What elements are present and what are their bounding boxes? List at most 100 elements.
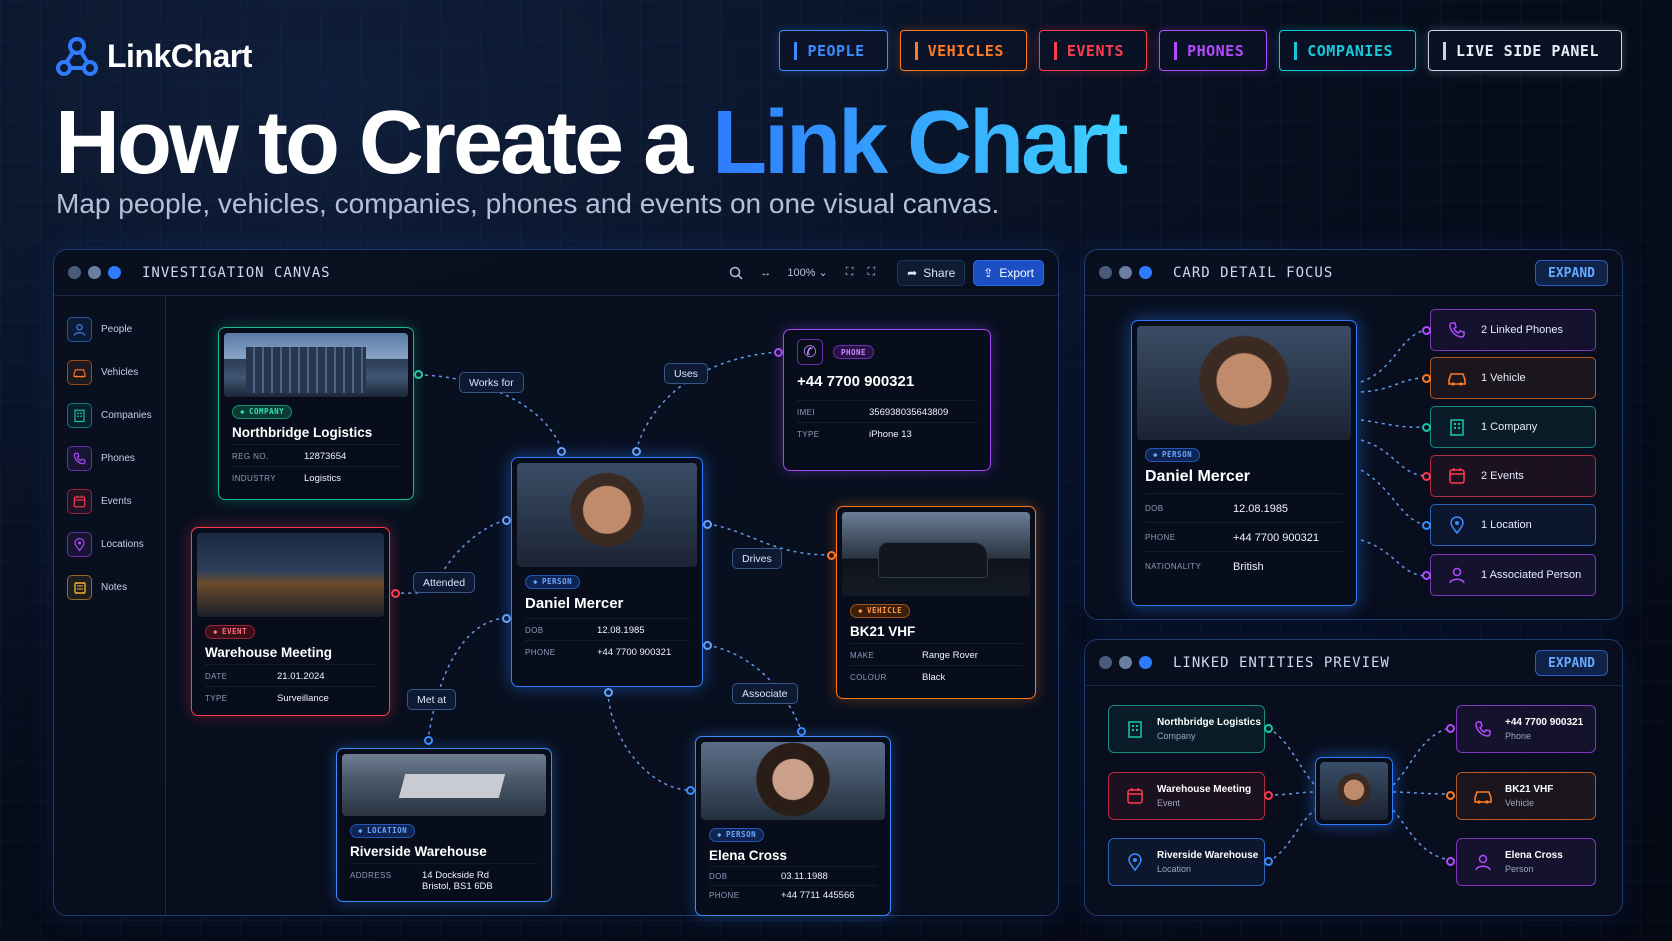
detail-link-item[interactable]: 1 Location (1430, 504, 1596, 546)
preview-header: LINKED ENTITIES PREVIEW (1085, 640, 1622, 686)
link-label-associate[interactable]: Associate (732, 683, 798, 704)
sidebar-item-people[interactable]: People (54, 308, 165, 351)
field-key: COLOUR (850, 673, 887, 682)
link-node[interactable] (703, 520, 712, 529)
company-photo (224, 333, 408, 397)
link-node[interactable] (1264, 857, 1273, 866)
fullscreen-icon[interactable]: ⛶ (867, 266, 876, 278)
link-node[interactable] (557, 447, 566, 456)
nav-vehicles-button[interactable]: VEHICLES (899, 30, 1027, 71)
link-label-drives[interactable]: Drives (732, 548, 782, 569)
sidebar-item-label: Events (101, 496, 132, 507)
company-card[interactable]: ◆ COMPANY Northbridge Logistics REG NO.1… (218, 327, 414, 500)
building-icon (67, 403, 92, 428)
nav-events-button[interactable]: EVENTS (1038, 30, 1148, 71)
search-icon[interactable] (728, 265, 744, 281)
fit-screen-icon[interactable]: ⛶ (845, 266, 854, 278)
link-node[interactable] (686, 786, 695, 795)
preview-center-person[interactable] (1315, 757, 1393, 825)
link-label-uses[interactable]: Uses (664, 363, 708, 384)
sidebar-item-vehicles[interactable]: Vehicles (54, 351, 165, 394)
link-node[interactable] (1446, 724, 1455, 733)
field-value: 356938035643809 (869, 407, 949, 418)
nav-people-button[interactable]: PEOPLE (779, 30, 888, 71)
nav-phones-button[interactable]: PHONES (1159, 30, 1268, 71)
share-button[interactable]: ➦Share (897, 259, 966, 286)
link-node[interactable] (604, 688, 613, 697)
link-node[interactable] (1446, 857, 1455, 866)
link-node[interactable] (797, 727, 806, 736)
detail-link-item[interactable]: 1 Vehicle (1430, 357, 1596, 399)
link-node[interactable] (502, 516, 511, 525)
zoom-select[interactable]: 100% ⌄ (787, 266, 828, 280)
person-photo (1137, 326, 1351, 440)
link-node[interactable] (414, 370, 423, 379)
field-value: +44 7700 900321 (597, 647, 672, 658)
phone-icon (1445, 318, 1469, 342)
sidebar-item-companies[interactable]: Companies (54, 394, 165, 437)
phone-icon (1471, 717, 1495, 741)
fit-width-icon[interactable]: ↔ (760, 266, 772, 279)
link-label-met-at[interactable]: Met at (407, 689, 457, 710)
link-node[interactable] (1422, 326, 1431, 335)
preview-entity-type: Person (1505, 864, 1534, 874)
detail-link-item[interactable]: 2 Events (1430, 455, 1596, 497)
top-nav: PEOPLE VEHICLES EVENTS PHONES COMPANIES LIVE … (779, 30, 1622, 71)
link-label-attended[interactable]: Attended (413, 572, 476, 593)
field-value: Black (922, 672, 946, 683)
detail-expand-button[interactable]: EXPAND (1535, 260, 1608, 286)
detail-link-item[interactable]: 2 Linked Phones (1430, 309, 1596, 351)
link-node[interactable] (703, 641, 712, 650)
export-button[interactable]: ⇪Export (973, 259, 1044, 286)
sidebar-item-notes[interactable]: Notes (54, 566, 165, 609)
link-node[interactable] (1446, 791, 1455, 800)
link-node[interactable] (1422, 571, 1431, 580)
preview-expand-button[interactable]: EXPAND (1535, 650, 1608, 676)
link-node[interactable] (1422, 472, 1431, 481)
link-label-works-for[interactable]: Works for (459, 372, 524, 393)
link-node[interactable] (1264, 791, 1273, 800)
nav-live-side-panel-button[interactable]: LIVE SIDE PANEL (1428, 30, 1622, 71)
detail-link-item[interactable]: 1 Company (1430, 406, 1596, 448)
link-node[interactable] (1422, 374, 1431, 383)
nav-companies-button[interactable]: COMPANIES (1279, 30, 1417, 71)
brand-logo[interactable]: LinkChart (55, 34, 252, 78)
building-icon (1123, 717, 1147, 741)
window-dot (1099, 656, 1112, 669)
link-node[interactable] (827, 551, 836, 560)
link-node[interactable] (424, 736, 433, 745)
canvas-header: INVESTIGATION CANVAS ↔ 100% ⌄ ⛶ ⛶ ➦Share… (54, 250, 1058, 296)
sidebar-item-locations[interactable]: Locations (54, 523, 165, 566)
link-node[interactable] (391, 589, 400, 598)
link-node[interactable] (774, 348, 783, 357)
phone-tag-label: PHONE (841, 347, 867, 357)
sidebar-item-events[interactable]: Events (54, 480, 165, 523)
window-dot (1139, 656, 1152, 669)
vehicle-tag: ◆ VEHICLE (850, 603, 911, 618)
location-name: Riverside Warehouse (350, 844, 487, 859)
link-node[interactable] (1264, 724, 1273, 733)
sidebar-item-phones[interactable]: Phones (54, 437, 165, 480)
link-node[interactable] (502, 614, 511, 623)
link-node[interactable] (1422, 521, 1431, 530)
link-node[interactable] (632, 447, 641, 456)
link-node[interactable] (1422, 423, 1431, 432)
